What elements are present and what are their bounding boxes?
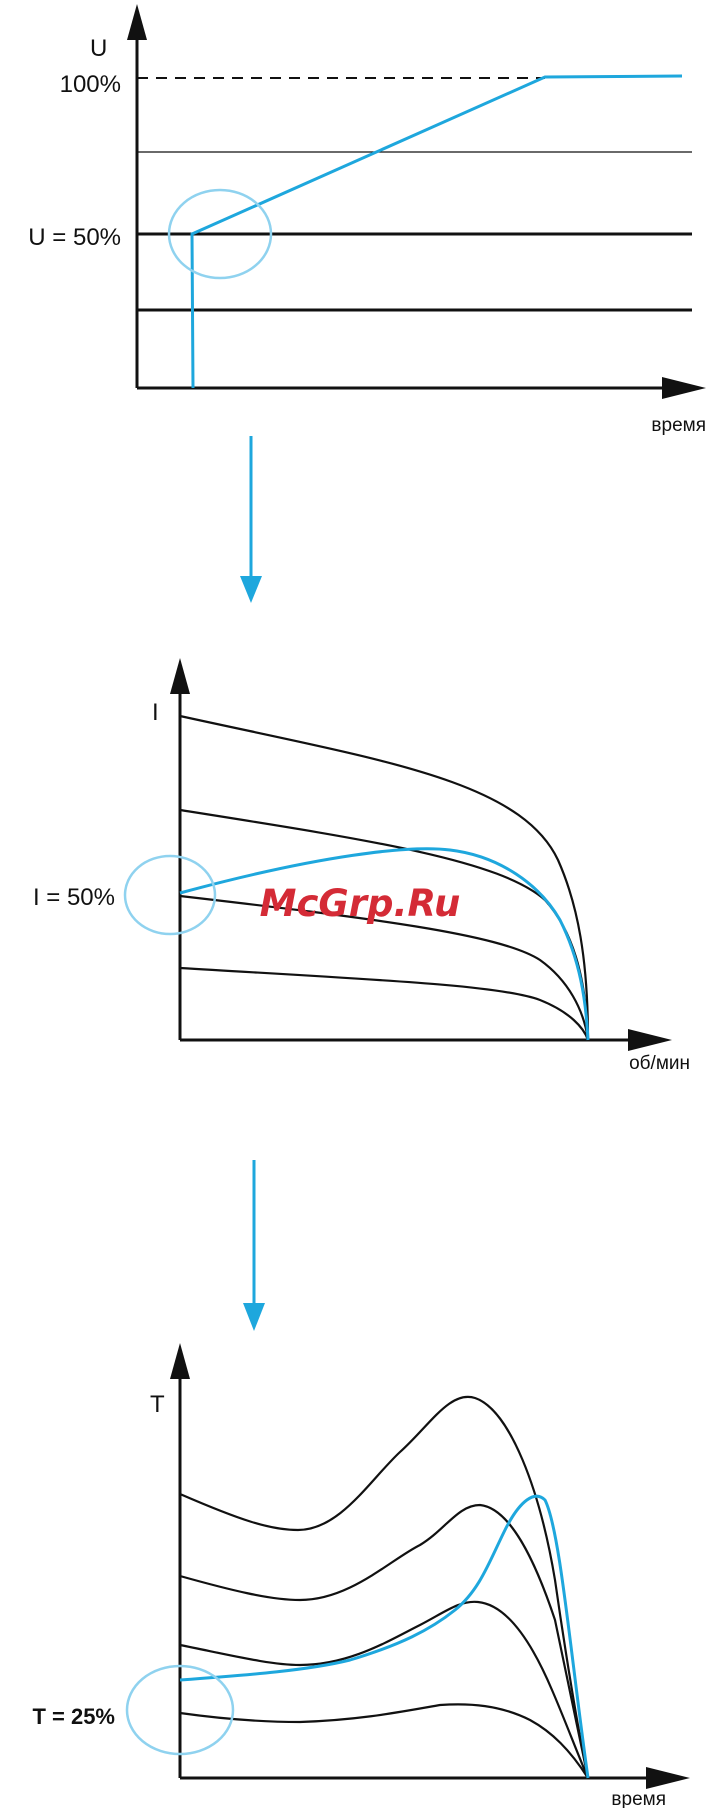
y-axis-arrow-icon: [170, 1343, 190, 1379]
y-axis-label: T: [150, 1391, 165, 1418]
torque-chart: T T = 25% время: [32, 1343, 690, 1808]
torque-curve-3: [180, 1602, 588, 1778]
current-series: [180, 849, 588, 1040]
x-axis-arrow-icon: [662, 377, 706, 399]
x-axis-label: время: [651, 415, 706, 436]
watermark: McGrp.Ru: [260, 882, 461, 925]
voltage-chart: U 100% U = 50% время: [28, 4, 706, 436]
x-axis-label: время: [611, 1789, 666, 1808]
tick-label-50: I = 50%: [33, 884, 115, 911]
torque-series: [180, 1496, 588, 1778]
flow-arrow-icon: [243, 1303, 265, 1331]
tick-label-100: 100%: [60, 71, 121, 98]
y-axis-label: U: [90, 35, 107, 62]
current-curve-4: [180, 968, 588, 1040]
x-axis-label: об/мин: [629, 1053, 690, 1074]
torque-curve-4: [180, 1704, 588, 1778]
voltage-series: [192, 76, 682, 388]
y-axis-arrow-icon: [127, 4, 147, 40]
highlight-ellipse: [125, 856, 215, 934]
x-axis-arrow-icon: [646, 1767, 690, 1789]
torque-curve-1: [180, 1397, 588, 1778]
current-curve-2: [180, 810, 588, 1040]
tick-label-25: T = 25%: [32, 1704, 115, 1729]
current-chart: I I = 50% об/мин: [33, 658, 690, 1074]
y-axis-label: I: [152, 699, 159, 726]
flow-arrow-icon: [240, 576, 262, 603]
x-axis-arrow-icon: [628, 1029, 672, 1051]
y-axis-arrow-icon: [170, 658, 190, 694]
tick-label-50: U = 50%: [28, 224, 121, 251]
